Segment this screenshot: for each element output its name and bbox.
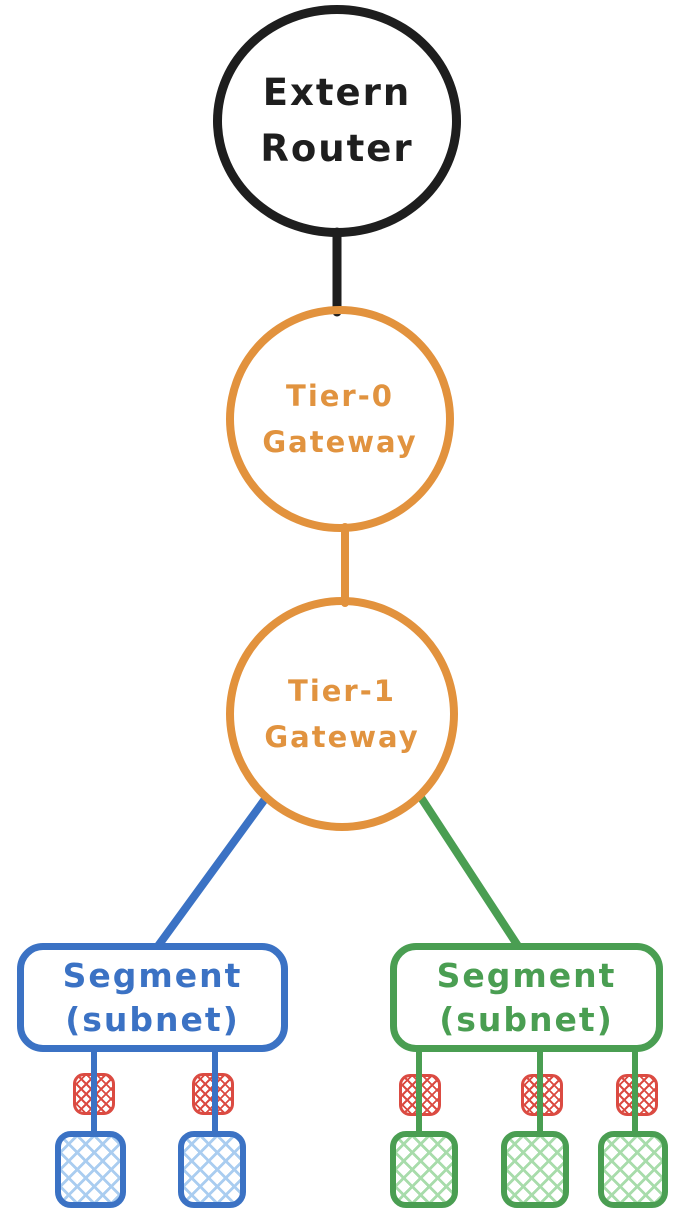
segment-right-label-line1: Segment [436, 955, 617, 995]
vm-node [598, 1131, 668, 1208]
port-icon [73, 1073, 115, 1115]
node-tier1-gateway: Tier-1 Gateway [226, 597, 458, 831]
extern-router-label-line1: Extern [262, 71, 412, 114]
edge-tier1-to-segment-right [416, 792, 522, 950]
vm-node [501, 1131, 569, 1208]
edge-tier1-to-segment-left [154, 795, 269, 950]
tier1-gateway-label-line1: Tier-1 [288, 674, 396, 708]
node-segment-right: Segment (subnet) [390, 943, 663, 1052]
node-segment-left: Segment (subnet) [17, 943, 288, 1052]
node-tier0-gateway: Tier-0 Gateway [226, 306, 454, 532]
tier0-gateway-label-line2: Gateway [262, 425, 418, 459]
segment-left-label-line1: Segment [62, 955, 243, 995]
vm-node [178, 1131, 246, 1208]
vm-node [390, 1131, 458, 1208]
port-icon [521, 1074, 563, 1116]
extern-router-label-line2: Router [260, 127, 414, 170]
port-icon [399, 1074, 441, 1116]
segment-right-label-line2: (subnet) [439, 999, 614, 1039]
port-icon [192, 1073, 234, 1115]
node-extern-router: Extern Router [213, 5, 461, 237]
tier1-gateway-label-line2: Gateway [264, 720, 420, 754]
vm-node [55, 1131, 126, 1208]
segment-left-label-line2: (subnet) [65, 999, 240, 1039]
port-icon [616, 1074, 658, 1116]
tier0-gateway-label-line1: Tier-0 [286, 379, 394, 413]
